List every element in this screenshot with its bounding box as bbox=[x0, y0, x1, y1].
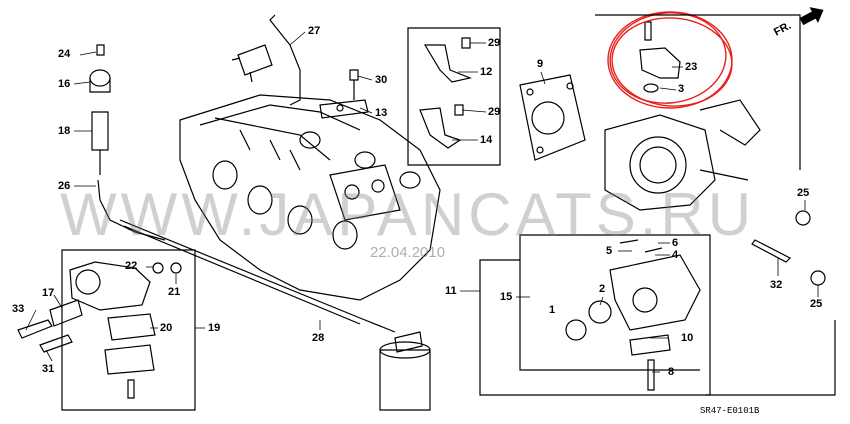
callout-1: 1 bbox=[549, 304, 556, 316]
callout-29-top: 29 bbox=[488, 37, 501, 49]
callout-24: 24 bbox=[58, 48, 71, 60]
watermark-text: WWW.JAPANCATS.RU bbox=[60, 181, 756, 248]
callout-14: 14 bbox=[480, 134, 493, 146]
inset-box-19 bbox=[61, 249, 196, 411]
callout-22: 22 bbox=[125, 260, 138, 272]
callout-16: 16 bbox=[58, 78, 71, 90]
callout-27: 27 bbox=[308, 25, 321, 37]
callout-18: 18 bbox=[58, 125, 71, 137]
front-arrow-icon bbox=[799, 7, 824, 26]
callout-6: 6 bbox=[672, 237, 679, 249]
callout-9: 9 bbox=[537, 58, 544, 70]
callout-3: 3 bbox=[678, 83, 685, 95]
part-28-hose bbox=[119, 219, 396, 333]
highlight-circle bbox=[607, 11, 733, 109]
callout-5: 5 bbox=[606, 245, 613, 257]
inset-box-12-14 bbox=[407, 27, 501, 166]
part-13-bracket bbox=[319, 99, 369, 119]
callout-26: 26 bbox=[58, 180, 71, 192]
callout-13: 13 bbox=[375, 107, 388, 119]
callout-29-bottom: 29 bbox=[488, 106, 501, 118]
document-code: SR47-E0101B bbox=[700, 406, 760, 416]
throttle-body bbox=[604, 99, 761, 211]
callout-4: 4 bbox=[672, 249, 679, 261]
callout-25-bottom: 25 bbox=[810, 298, 823, 310]
callout-33: 33 bbox=[12, 303, 25, 315]
part-30-bolt bbox=[349, 69, 359, 100]
part-9-gasket bbox=[519, 74, 586, 161]
part-24-16-18 bbox=[89, 44, 111, 175]
outer-guide-lines bbox=[595, 14, 836, 396]
callout-23: 23 bbox=[685, 61, 698, 73]
intake-manifold bbox=[179, 94, 441, 301]
callout-11: 11 bbox=[445, 285, 457, 297]
callout-19: 19 bbox=[208, 322, 221, 334]
part-27-hose-valve bbox=[231, 14, 301, 106]
canister bbox=[379, 331, 431, 411]
callout-25-top: 25 bbox=[797, 187, 810, 199]
callout-2: 2 bbox=[599, 283, 606, 295]
callout-leaders bbox=[25, 31, 819, 373]
callout-10: 10 bbox=[681, 332, 694, 344]
callout-8: 8 bbox=[668, 366, 675, 378]
callout-20: 20 bbox=[160, 322, 173, 334]
watermark-date: 22.04.2010 bbox=[370, 244, 446, 261]
callout-17: 17 bbox=[42, 287, 55, 299]
callout-32: 32 bbox=[770, 279, 783, 291]
part-17-33-31 bbox=[17, 299, 83, 353]
callout-31: 31 bbox=[42, 363, 55, 375]
part-23-sensor bbox=[639, 21, 681, 93]
callout-15: 15 bbox=[500, 291, 513, 303]
callout-30: 30 bbox=[375, 74, 388, 86]
callout-28: 28 bbox=[312, 332, 325, 344]
callout-12: 12 bbox=[480, 66, 493, 78]
callout-21: 21 bbox=[168, 286, 181, 298]
